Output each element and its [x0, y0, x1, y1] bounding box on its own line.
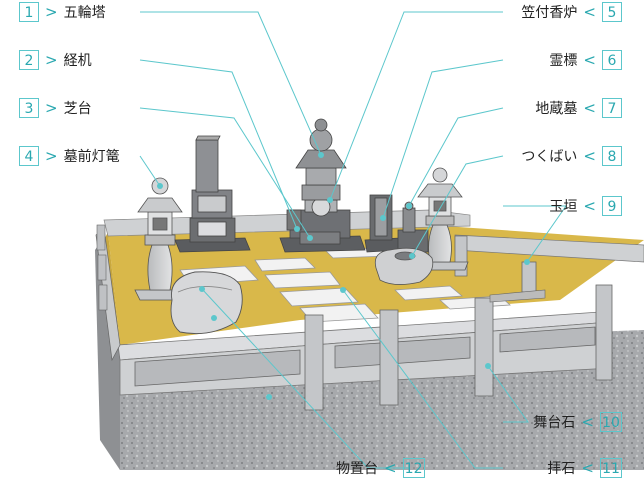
separator-left-arrow: <	[581, 413, 594, 431]
label-reihyo: 霊標 < 6	[549, 49, 622, 71]
incense-burner	[286, 209, 302, 231]
label-text: 五輪塔	[63, 5, 106, 21]
tsukubai	[374, 247, 434, 285]
label-jizo-bo: 地蔵墓 < 7	[535, 97, 622, 119]
left-fence	[95, 224, 121, 362]
label-text: 地蔵墓	[535, 101, 578, 117]
label-haiseki: 拝石 < 11	[547, 457, 622, 479]
label-text: 笠付香炉	[521, 5, 578, 21]
label-text: 墓前灯篭	[63, 149, 120, 165]
separator-left-arrow: <	[583, 197, 596, 215]
label-number: 3	[19, 98, 39, 118]
separator-left-arrow: <	[583, 51, 596, 69]
label-number: 9	[602, 196, 622, 216]
label-text: 芝台	[63, 101, 92, 117]
separator-right-arrow: >	[45, 3, 58, 21]
separator-left-arrow: <	[583, 3, 596, 21]
label-tsukubai: つくばい < 8	[521, 145, 622, 167]
main-tombstone	[174, 135, 251, 253]
label-monooki-dai: 物置台 < 12	[336, 457, 425, 479]
label-number: 4	[19, 146, 39, 166]
separator-right-arrow: >	[45, 99, 58, 117]
right-lantern	[417, 167, 469, 271]
separator-right-arrow: >	[45, 147, 58, 165]
label-number: 12	[402, 458, 425, 478]
separator-right-arrow: >	[45, 51, 58, 69]
label-shibadai: 3 > 芝台	[19, 97, 92, 119]
separator-left-arrow: <	[384, 459, 397, 477]
label-number: 2	[19, 50, 39, 70]
label-number: 10	[600, 412, 622, 432]
label-text: 舞台石	[533, 415, 576, 431]
label-kasatsuki-koro: 笠付香炉 < 5	[521, 1, 622, 23]
separator-left-arrow: <	[581, 459, 594, 477]
storage-stone	[170, 271, 243, 335]
label-number: 5	[602, 2, 622, 22]
leader-dots	[157, 152, 530, 400]
label-tamagaki: 玉垣 < 9	[549, 195, 622, 217]
leader-lines	[139, 11, 567, 469]
label-number: 8	[602, 146, 622, 166]
label-kyozukue: 2 > 経机	[19, 49, 92, 71]
separator-left-arrow: <	[583, 147, 596, 165]
label-number: 6	[602, 50, 622, 70]
label-text: 霊標	[549, 53, 578, 69]
label-bozen-toro: 4 > 墓前灯篭	[19, 145, 120, 167]
label-number: 7	[602, 98, 622, 118]
front-fence	[117, 261, 613, 411]
label-text: つくばい	[521, 149, 578, 165]
label-gorinto: 1 > 五輪塔	[19, 1, 106, 23]
label-number: 11	[600, 458, 622, 478]
label-text: 経机	[63, 53, 92, 69]
label-text: 物置台	[336, 461, 378, 477]
gorinto	[279, 118, 366, 253]
label-text: 拝石	[547, 461, 576, 477]
label-butai-ishi: 舞台石 < 10	[533, 411, 622, 433]
separator-left-arrow: <	[583, 99, 596, 117]
label-text: 玉垣	[549, 199, 578, 215]
label-number: 1	[19, 2, 39, 22]
